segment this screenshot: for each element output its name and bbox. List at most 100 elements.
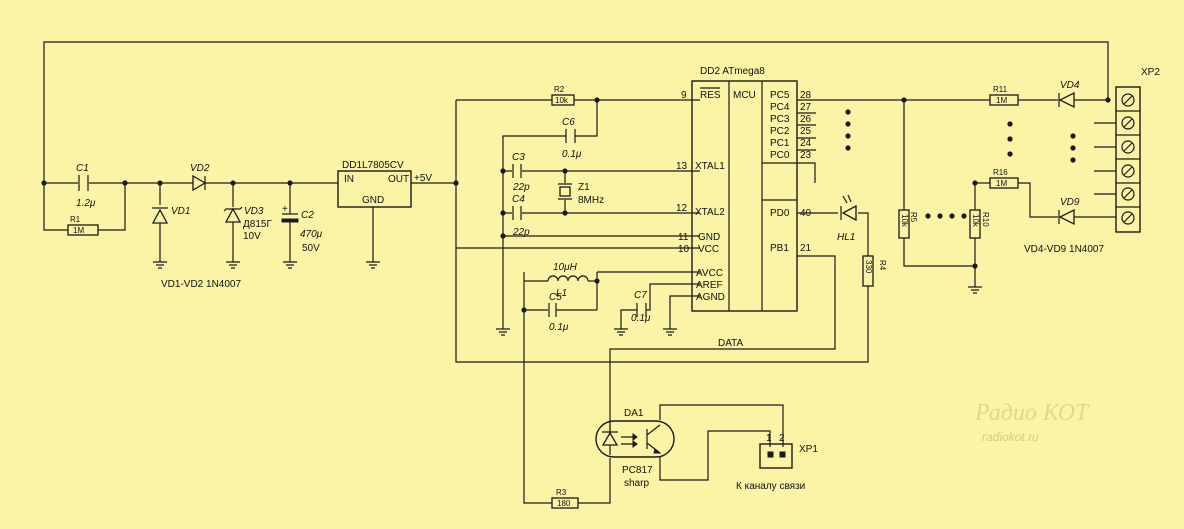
c7-value: 0.1μ <box>631 313 651 324</box>
xp1-label: XP1 <box>799 444 818 455</box>
avcc-label: AVCC <box>696 268 723 279</box>
capacitor-c4: C4 22p <box>512 194 530 238</box>
resistor-r5: R5 10k <box>898 209 918 239</box>
pin13: 13 <box>676 161 688 172</box>
c5-label: C5 <box>549 292 562 303</box>
resistor-r11: R11 1M <box>989 85 1019 106</box>
r11-label: R11 <box>993 85 1008 94</box>
pin21: 21 <box>800 243 812 254</box>
xp1-caption: К каналу связи <box>736 481 805 492</box>
c2-plus: + <box>282 204 288 215</box>
z1-label: Z1 <box>578 182 590 193</box>
c1-value: 1.2μ <box>76 198 96 209</box>
c2-value: 470μ <box>300 229 323 240</box>
xtal1-label: XTAL1 <box>695 161 725 172</box>
agnd-label: AGND <box>696 292 725 303</box>
dd1-in: IN <box>344 174 354 185</box>
hl1-label: HL1 <box>837 232 855 243</box>
c5-value: 0.1μ <box>549 322 569 333</box>
inductor-l1: 10μH L1 <box>547 262 589 299</box>
da1-label: DA1 <box>624 408 644 419</box>
c4-value: 22p <box>512 227 530 238</box>
connector-xp2: XP2 <box>1115 67 1160 233</box>
diode-vd4: VD4 <box>1058 80 1080 109</box>
r3-label: R3 <box>556 488 567 497</box>
mcu-dd2: DD2 ATmega8 MCU 9 13 12 11 10 RES XTAL1 … <box>676 66 812 312</box>
pc0-label: PC0 <box>770 150 790 161</box>
vd2-label: VD2 <box>190 163 210 174</box>
r16-value: 1M <box>996 179 1007 188</box>
junction-dots <box>41 97 1111 313</box>
res-label: RES <box>700 90 721 101</box>
c7-label: C7 <box>634 290 647 301</box>
c6-label: C6 <box>562 117 575 128</box>
r11-value: 1M <box>996 96 1007 105</box>
pin27: 27 <box>800 102 812 113</box>
pc5-label: PC5 <box>770 90 790 101</box>
diode-vd9: VD9 <box>1058 197 1080 226</box>
da1-part: PC817 <box>622 465 653 476</box>
c2-label: C2 <box>301 210 314 221</box>
c2-voltage: 50V <box>302 243 320 254</box>
zener-vd3: VD3 Д815Г 10V <box>223 206 272 242</box>
r5-value: 10k <box>900 214 909 228</box>
r10-value: 10k <box>971 214 980 228</box>
pin11: 11 <box>678 232 689 243</box>
c6-value: 0.1μ <box>562 149 582 160</box>
wires <box>43 41 1116 504</box>
pin28: 28 <box>800 90 812 101</box>
pin23: 23 <box>800 150 812 161</box>
resistor-r16: R16 1M <box>989 168 1019 189</box>
ground-symbols <box>153 261 982 336</box>
z1-value: 8MHz <box>578 195 604 206</box>
resistor-r4: R4 330 <box>862 255 887 287</box>
vd4-label: VD4 <box>1060 80 1080 91</box>
pc2-label: PC2 <box>770 126 790 137</box>
r1-label: R1 <box>70 215 81 224</box>
r10-label: R10 <box>981 212 990 227</box>
r3-value: 180 <box>557 499 571 508</box>
aref-label: AREF <box>696 280 723 291</box>
resistor-r3: R3 180 <box>551 488 579 509</box>
gnd-label: GND <box>698 232 720 243</box>
vd3-label: VD3 <box>244 206 264 217</box>
r16-label: R16 <box>993 168 1008 177</box>
connector-xp1: 1 2 XP1 К каналу связи <box>736 433 818 492</box>
pc4-label: PC4 <box>770 102 790 113</box>
pc1-label: PC1 <box>770 138 790 149</box>
dd1-out: OUT <box>388 174 409 185</box>
da1-mfr: sharp <box>624 478 649 489</box>
c4-label: C4 <box>512 194 525 205</box>
dd1-part: L7805CV <box>362 160 404 171</box>
vd3-part: Д815Г <box>243 219 272 230</box>
l1-label: L1 <box>556 288 567 299</box>
c3-value: 22p <box>512 182 530 193</box>
r2-value: 10k <box>555 96 569 105</box>
vd-note: VD4-VD9 1N4007 <box>1024 244 1104 255</box>
vd1-label: VD1 <box>171 206 190 217</box>
mcu-label: MCU <box>733 90 756 101</box>
xtal2-label: XTAL2 <box>695 207 725 218</box>
capacitor-c7: C7 0.1μ <box>631 290 651 324</box>
dd2-label: DD2 ATmega8 <box>700 66 765 77</box>
pin12: 12 <box>676 203 688 214</box>
pc3-label: PC3 <box>770 114 790 125</box>
c1-label: C1 <box>76 163 89 174</box>
vd3-voltage: 10V <box>243 231 261 242</box>
diodes-note: VD1-VD2 1N4007 <box>161 279 241 290</box>
watermark-title: Радио КОТ <box>974 400 1090 426</box>
xp1-pin2: 2 <box>779 433 785 444</box>
resistor-r10: R10 10k <box>969 209 990 239</box>
watermark-url: radiokot.ru <box>982 430 1039 444</box>
watermark-logo: Радио КОТ radiokot.ru <box>974 400 1090 444</box>
r4-value: 330 <box>864 260 873 274</box>
capacitor-c1: C1 1.2μ <box>76 163 96 209</box>
resistor-r1: R1 1M <box>67 215 99 236</box>
dd1-label: DD1 <box>342 160 362 171</box>
diode-vd2: VD2 <box>190 163 210 192</box>
capacitor-c6: C6 0.1μ <box>562 117 582 160</box>
optocoupler-da1: DA1 PC817 sharp <box>595 408 675 489</box>
ellipsis-dots <box>845 109 1076 219</box>
pin24: 24 <box>800 138 812 149</box>
